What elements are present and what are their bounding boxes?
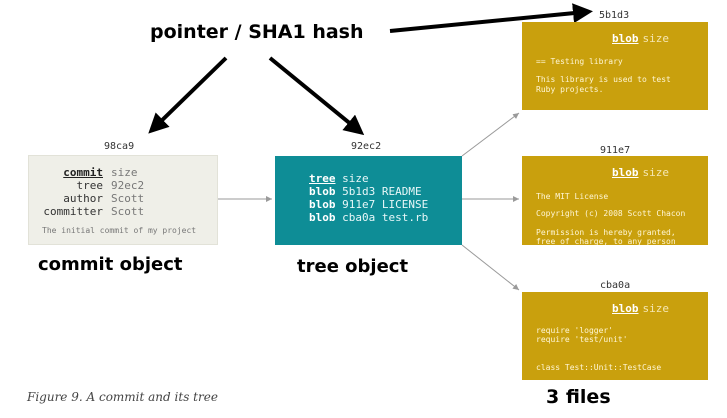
tree-row-value: cba0a test.rb: [342, 211, 429, 224]
blob-size-label: size: [642, 302, 670, 315]
pointer-sha1-label: pointer / SHA1 hash: [150, 21, 364, 43]
commit-row-value: size: [111, 166, 138, 179]
blob-line: Permission is hereby granted,: [536, 228, 676, 237]
arrow-tree-to-blob-1: [461, 112, 520, 157]
blob-size-label: size: [642, 32, 670, 45]
three-files-label: 3 files: [546, 386, 611, 408]
commit-row-value: Scott: [111, 192, 145, 205]
commit-row-key: author: [63, 192, 103, 205]
tree-row-value: size: [342, 172, 369, 185]
arrow-tree-to-blob-3: [461, 244, 520, 291]
blob-type: blob: [612, 302, 639, 315]
commit-hash: 98ca9: [104, 141, 135, 152]
tree-entry-row: blob 911e7 LICENSE: [309, 198, 428, 211]
tree-entry-row: blob 5b1d3 README: [309, 185, 422, 198]
blob-line: require 'logger': [536, 326, 614, 335]
commit-message: The initial commit of my project: [42, 226, 197, 235]
tree-row-value: 5b1d3 README: [342, 185, 422, 198]
blob-hash: 5b1d3: [599, 10, 630, 21]
blob-line: free of charge, to any person: [536, 237, 676, 245]
tree-row-value: 911e7 LICENSE: [342, 198, 429, 211]
black-arrow-to-98ca9: [148, 56, 228, 134]
blob-size-label: size: [642, 166, 670, 179]
blob-line: class Test::Unit::TestCase: [536, 363, 662, 372]
commit-row-value: Scott: [111, 205, 145, 218]
blob-line: == Testing library: [536, 57, 623, 66]
blob-line: Copyright (c) 2008 Scott Chacon: [536, 209, 686, 218]
commit-row-key: committer: [43, 205, 103, 218]
commit-row: commit size: [33, 166, 138, 179]
commit-row-value: 92ec2: [111, 179, 145, 192]
blob-line: Ruby projects.: [536, 85, 604, 94]
tree-row-type: blob: [309, 198, 336, 211]
black-arrow-to-92ec2: [268, 56, 365, 136]
commit-row: tree 92ec2: [33, 179, 145, 192]
tree-row-type: blob: [309, 185, 336, 198]
black-arrow-to-5b1d3: [389, 3, 593, 33]
tree-row-type: tree: [309, 172, 336, 185]
blob-hash: cba0a: [600, 280, 631, 291]
commit-row: author Scott: [33, 192, 144, 205]
commit-row-key: tree: [76, 179, 104, 192]
tree-object-label: tree object: [297, 256, 409, 277]
blob-line: require 'test/unit': [536, 335, 628, 344]
blob-type: blob: [612, 166, 639, 179]
blob-type: blob: [612, 32, 639, 45]
commit-row: committer Scott: [33, 205, 144, 218]
tree-row-type: blob: [309, 211, 336, 224]
blob-line: This library is used to test: [536, 75, 671, 84]
commit-object-label: commit object: [38, 254, 183, 275]
tree-hash: 92ec2: [351, 141, 382, 152]
blob-line: The MIT License: [536, 192, 609, 201]
blob-hash: 911e7: [600, 145, 631, 156]
commit-row-key: commit: [63, 166, 103, 179]
tree-entry-row: blob cba0a test.rb: [309, 211, 428, 224]
tree-object-box: tree size blob 5b1d3 README blob 911e7 L…: [275, 156, 462, 245]
figure-caption: Figure 9. A commit and its tree: [27, 390, 218, 404]
tree-header-row: tree size: [309, 172, 369, 185]
